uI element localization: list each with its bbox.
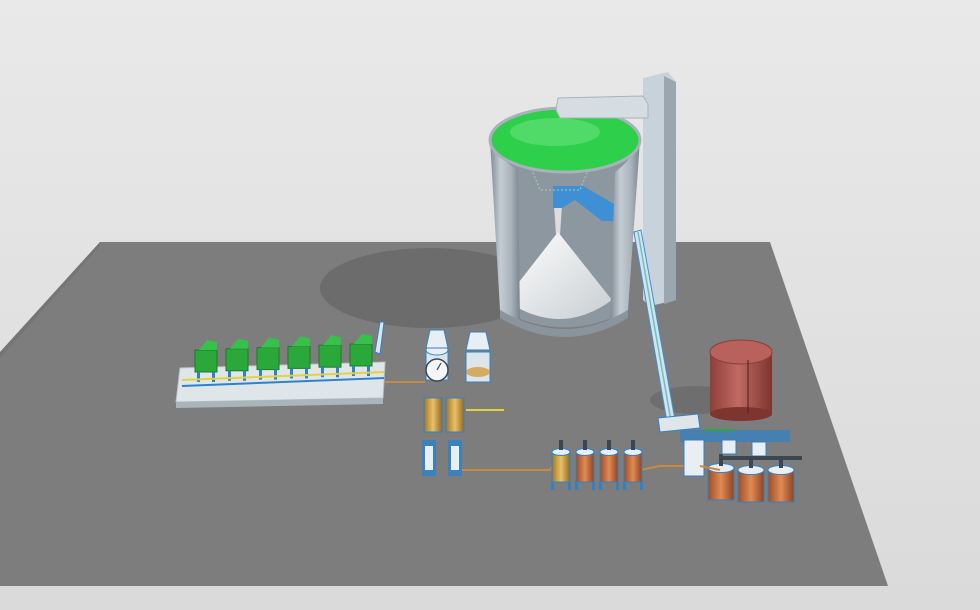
press-unit-4-leg-b	[305, 368, 308, 379]
dissolver-tank-1-motor	[559, 440, 563, 450]
dissolver-tank-row[interactable]	[551, 440, 643, 490]
press-unit-4-leg	[290, 368, 293, 379]
crystallizer-1	[423, 397, 443, 433]
press-unit-6-leg	[352, 366, 355, 376]
reactor-1-gauge-needle	[436, 362, 442, 371]
conveyor-discharge-frame	[657, 413, 701, 433]
press-unit-2-leg	[228, 370, 231, 381]
dissolver-tank-4-leg	[623, 482, 626, 490]
silo-roof-highlight	[510, 118, 600, 146]
press-unit-3-hood	[261, 337, 279, 348]
right-tank-2-motor	[749, 456, 753, 468]
reactor-1-cone	[425, 329, 449, 349]
press-unit-1-leg	[197, 372, 200, 382]
conveyor-rail	[637, 231, 672, 422]
press-unit-3-leg-b	[274, 369, 277, 380]
press-unit-6-hood	[354, 334, 372, 344]
dissolver-tank-2	[575, 451, 595, 483]
press-unit-4-hood	[292, 336, 310, 347]
storage-tank-bottom	[710, 407, 772, 421]
silo-wall-bottom	[500, 310, 628, 337]
salt-silo[interactable]	[488, 106, 642, 337]
press-rail-yellow	[181, 371, 385, 381]
dissolver-tank-4	[623, 451, 643, 483]
dissolver-tank-4-motor	[631, 440, 635, 450]
filter-press-line[interactable]	[175, 321, 386, 408]
right-tank-3	[767, 469, 795, 503]
right-tank-3-motor	[779, 456, 783, 468]
press-platform-side	[176, 398, 383, 408]
dissolver-tank-2-leg-b	[592, 482, 595, 490]
reactor-group-center[interactable]	[385, 329, 504, 476]
press-unit-6	[349, 343, 373, 367]
press-unit-3	[256, 347, 280, 371]
silo-wall-right	[610, 140, 640, 322]
dissolver-tank-1-leg-b	[568, 482, 571, 490]
elevator-head-arm	[555, 95, 649, 119]
floor-slab	[0, 242, 888, 586]
dissolver-tank-3-leg	[599, 482, 602, 490]
dissolver-tank-3-motor	[607, 440, 611, 450]
reactor-group-right[interactable]	[657, 413, 802, 503]
press-unit-5	[318, 344, 342, 368]
press-unit-2-leg-b	[243, 370, 246, 381]
centrifuge-core-1	[425, 446, 433, 470]
press-unit-5-leg-b	[336, 367, 339, 378]
dissolver-tank-4-leg-b	[640, 482, 643, 490]
press-unit-1-leg-b	[212, 372, 215, 382]
silo-shadow	[320, 248, 540, 328]
dissolver-tank-3	[599, 451, 619, 483]
press-unit-4	[287, 345, 311, 369]
reactor-2-band	[466, 367, 490, 377]
dissolver-tank-1	[551, 451, 571, 483]
press-unit-5-hood	[323, 335, 341, 346]
right-orange-pipe	[699, 465, 721, 471]
dissolver-tank-2-motor	[583, 440, 587, 450]
press-rail-blue	[181, 377, 385, 387]
press-units	[194, 334, 373, 382]
press-unit-2-hood	[230, 338, 248, 349]
reactor-2-cone	[465, 331, 491, 351]
storage-tank-top	[709, 339, 773, 365]
bucket-elevator[interactable]	[555, 72, 676, 423]
press-unit-5-leg	[321, 367, 324, 378]
press-unit-3-leg	[259, 369, 262, 380]
dissolver-tank-1-leg	[551, 482, 554, 490]
right-tank-2	[737, 469, 765, 503]
press-unit-2	[225, 348, 249, 372]
crystallizer-2	[445, 397, 465, 433]
silo-wall-left	[490, 140, 520, 322]
right-small-vessel-2	[751, 441, 767, 457]
dissolver-tank-3-leg-b	[616, 482, 619, 490]
salt-stream	[554, 205, 562, 235]
press-unit-1-hood	[199, 340, 217, 350]
right-white-vessel	[683, 439, 705, 477]
feed-hopper	[553, 186, 616, 221]
elevator-tower-shade	[664, 76, 676, 304]
right-small-vessel-1	[721, 439, 737, 455]
dissolver-tank-2-leg	[575, 482, 578, 490]
floor-left-edge	[0, 242, 100, 358]
storage-tank[interactable]	[709, 339, 773, 421]
press-feed-conveyor	[374, 321, 385, 355]
press-unit-6-leg-b	[367, 366, 370, 376]
centrifuge-core-2	[451, 446, 459, 470]
salt-pile	[505, 232, 612, 319]
right-skid-frame	[680, 430, 790, 442]
press-unit-1	[194, 349, 218, 373]
